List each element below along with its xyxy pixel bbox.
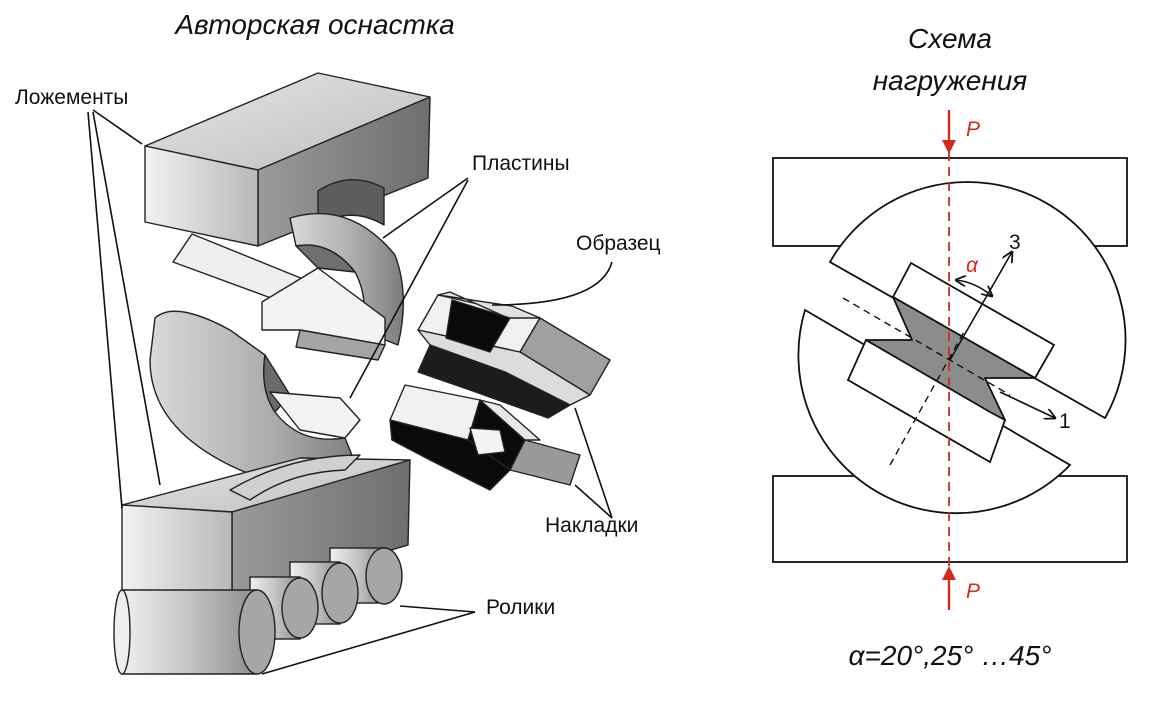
- axis-3-dashed: [889, 329, 966, 466]
- leader-nakladki-2: [574, 484, 613, 519]
- specimen-black: [417, 344, 571, 419]
- specimen-axis-dashed: [842, 297, 1011, 396]
- leader-obrazets: [491, 261, 613, 306]
- angle-range-formula: α=20°,25° …45°: [849, 640, 1052, 671]
- rollers: [113, 547, 403, 675]
- angle-label: α: [966, 254, 979, 277]
- upper-segment: [828, 181, 1127, 420]
- leader-plastiny-2: [349, 179, 469, 399]
- bottom-cradle: [121, 454, 411, 599]
- label-obrazets: Образец: [576, 232, 661, 255]
- axis-3-label: 3: [1009, 231, 1021, 254]
- label-roliki: Ролики: [486, 596, 555, 619]
- load-arrow-top: [942, 110, 956, 154]
- axis-3-arrow: [949, 252, 1012, 361]
- right-title-line2: нагружения: [873, 65, 1028, 96]
- lower-overlay-side: [509, 439, 581, 486]
- axis-1-label: 1: [1059, 410, 1071, 433]
- load-label-top: P: [966, 118, 980, 141]
- leader-lozhementy-top: [92, 109, 143, 145]
- leader-lines: [87, 109, 613, 675]
- leader-lozhementy-bottom-1: [92, 111, 161, 486]
- left-title: Авторская оснастка: [173, 9, 454, 40]
- top-cradle: [144, 72, 431, 247]
- load-arrow-bottom: [942, 566, 956, 610]
- right-title-line1: Схема: [908, 23, 992, 54]
- angle-arc: [956, 280, 992, 296]
- lower-half-cylinder: [149, 310, 361, 485]
- upper-specimen-black: [445, 299, 511, 353]
- label-lozhementy: Ложементы: [15, 86, 128, 109]
- axis-1-arrow: [999, 391, 1055, 418]
- roller-1: [113, 589, 276, 675]
- upper-half-cylinder: [261, 212, 404, 361]
- leader-plastiny-1: [382, 177, 469, 239]
- load-label-bottom: P: [966, 580, 980, 603]
- leader-nakladki-1: [574, 407, 613, 519]
- label-plastiny: Пластины: [472, 152, 570, 175]
- leader-roliki-1: [399, 605, 476, 613]
- label-nakladki: Накладки: [545, 514, 638, 537]
- leader-roliki-2: [261, 611, 476, 675]
- leader-lozhementy-bottom-2: [87, 111, 123, 509]
- specimen-assembly: [389, 291, 611, 491]
